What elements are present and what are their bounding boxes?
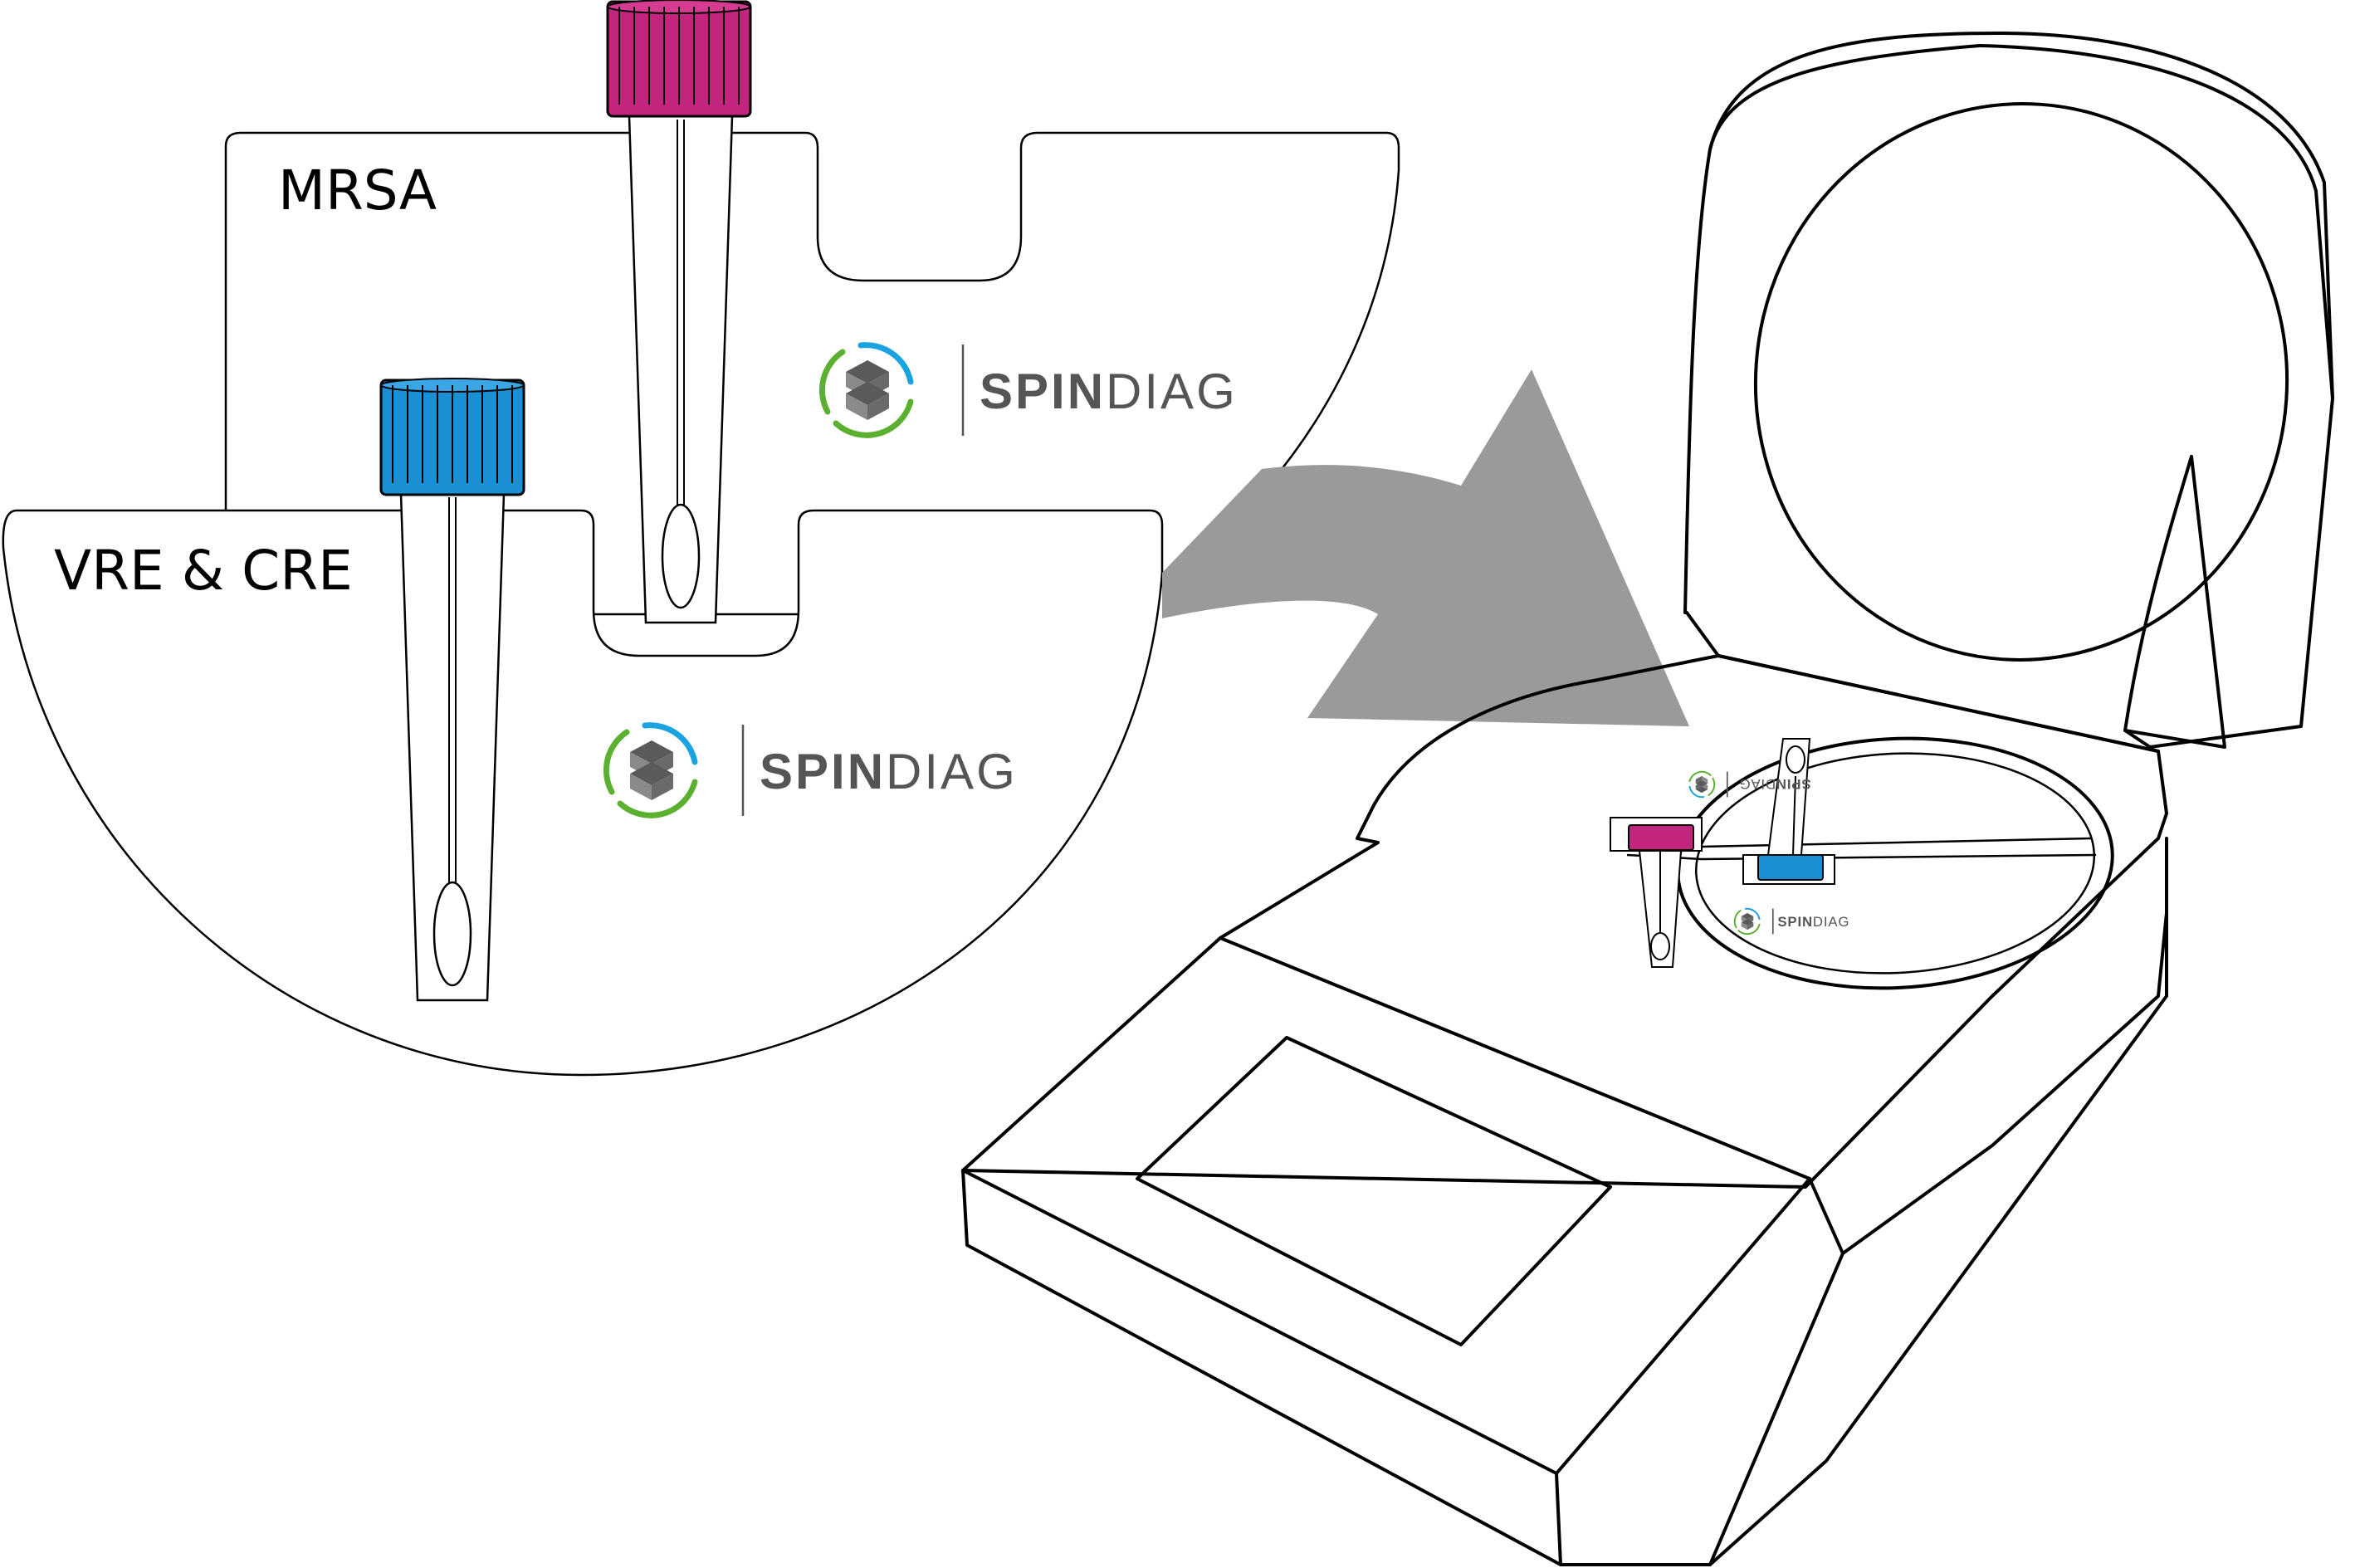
swab-tube-mrsa	[628, 115, 734, 624]
brand-name-diag: DIAG	[1739, 776, 1776, 792]
analyzer-top-plate	[961, 654, 2168, 1189]
disk-logo-lower: SPINDIAG	[1733, 907, 1849, 935]
svg-text:SPINDIAG: SPINDIAG	[1777, 914, 1849, 930]
analyzer-disk-tray	[1676, 736, 2114, 990]
cartridge-vre-cre-label: VRE & CRE	[54, 539, 353, 603]
analyzer-lid-window	[1753, 102, 2289, 662]
brand-name-diag: DIAG	[1813, 914, 1849, 930]
disk-logo-upper: SPINDIAG	[1688, 770, 1811, 799]
analyzer-display	[1136, 1036, 1612, 1346]
spindiag-mark-icon	[1733, 907, 1761, 935]
svg-text:SPINDIAG: SPINDIAG	[760, 744, 1018, 799]
disk-swab-tube-vre-cre	[1742, 738, 1835, 885]
swab-cap-vre-cre	[379, 378, 525, 496]
swab-tube-icon	[399, 492, 506, 1002]
insert-arrow	[1162, 369, 1689, 726]
svg-text:SPINDIAG: SPINDIAG	[1739, 776, 1811, 792]
analyzer-device: SPINDIAG SPINDIAG	[961, 32, 2334, 1566]
swab-tube-vre-cre	[399, 492, 506, 1002]
disk-swab-tube-mrsa	[1610, 817, 1703, 968]
spindiag-mark-icon	[1688, 770, 1716, 799]
brand-name-diag: DIAG	[1106, 364, 1238, 419]
analyzer-disk	[1694, 752, 2096, 975]
swab-cap-mrsa	[606, 0, 752, 118]
brand-name-spin: SPIN	[1777, 914, 1813, 930]
brand-name-spin: SPIN	[1776, 776, 1811, 792]
svg-text:SPINDIAG: SPINDIAG	[980, 364, 1238, 419]
brand-name-spin: SPIN	[980, 364, 1106, 419]
cartridge-mrsa-label: MRSA	[278, 159, 437, 222]
spindiag-logo-mrsa: SPINDIAG	[822, 344, 1238, 436]
brand-name-diag: DIAG	[886, 744, 1018, 799]
brand-name-spin: SPIN	[760, 744, 886, 799]
spindiag-logo-vre-cre: SPINDIAG	[606, 725, 1018, 816]
cartridge-vre-cre-body	[2, 509, 1164, 1077]
cartridge-vre-cre: VRE & CRE SPINDIAG	[2, 509, 1164, 1077]
analyzer-lid	[1683, 32, 2334, 749]
swab-tube-icon	[628, 115, 734, 624]
